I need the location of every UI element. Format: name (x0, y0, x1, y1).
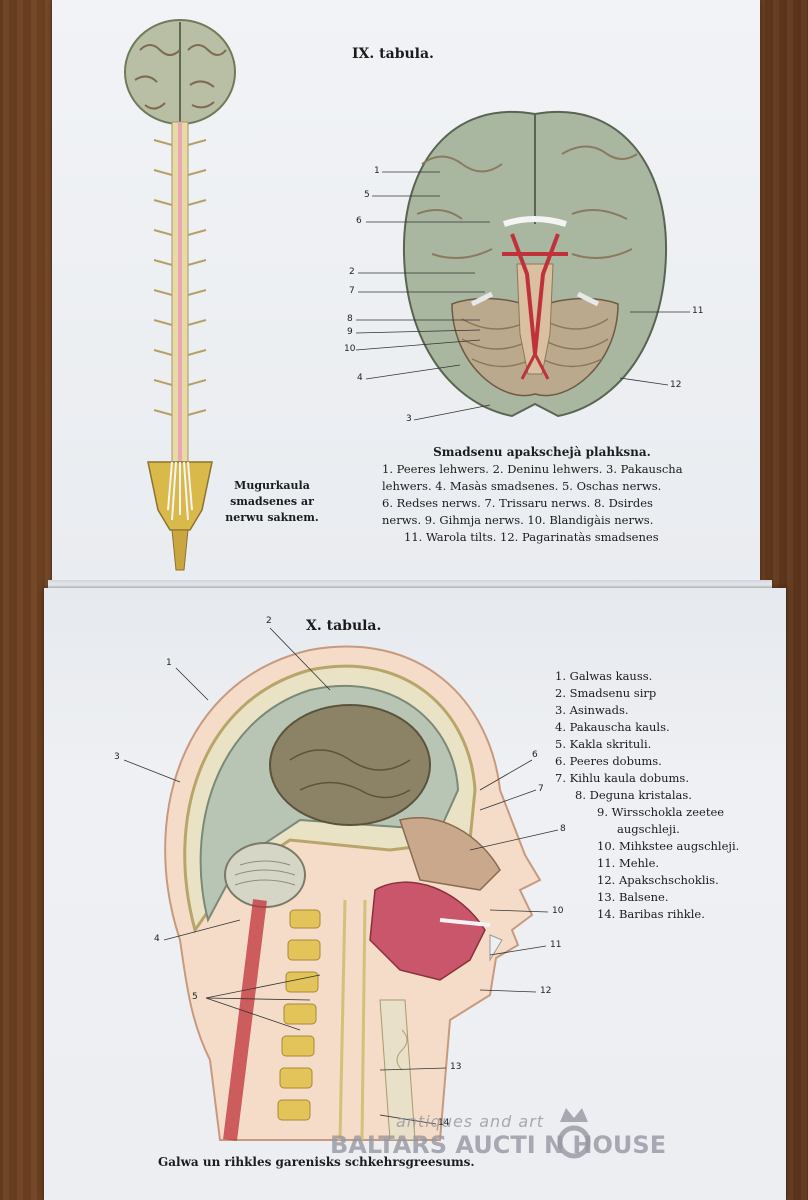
brain-label-2: 2 (349, 267, 355, 277)
legend-item: 3. Asinwads. (555, 703, 629, 717)
head-cross-section-illustration (164, 645, 542, 1141)
brain-label-8: 8 (347, 314, 353, 324)
head-label-5: 5 (192, 992, 198, 1002)
head-label-4: 4 (154, 934, 160, 944)
head-label-3: 3 (114, 752, 120, 762)
page-fold (48, 580, 772, 590)
brain-label-7: 7 (349, 286, 355, 296)
brain-label-12: 12 (670, 380, 682, 390)
head-bottom-caption: Galwa un rihkles garenisks schkehrsgrees… (158, 1155, 475, 1169)
brain-label-1: 1 (374, 166, 380, 176)
legend-item: 10. Mihkstee augschleji. (597, 839, 740, 853)
brain-label-9: 9 (347, 327, 353, 337)
legend-item: 1. Galwas kauss. (555, 669, 653, 683)
head-label-14: 14 (438, 1118, 450, 1128)
legend-item: 5. Kakla skrituli. (555, 737, 652, 751)
brain-label-lines (355, 171, 690, 421)
brain-label-5: 5 (364, 190, 370, 200)
head-label-1: 1 (166, 658, 172, 668)
brain-caption: Smadsenu apakschejà plahksna. 1. Peeres … (382, 444, 702, 546)
upper-page-title: IX. tabula. (352, 46, 434, 62)
head-label-8: 8 (560, 824, 566, 834)
legend-item: augschleji. (617, 822, 680, 836)
legend-item: 2. Smadsenu sirp (555, 686, 657, 700)
spine-caption: Mugurkaula smadsenes ar nerwu saknem. (225, 479, 319, 524)
legend-item: 8. Deguna kristalas. (575, 788, 692, 802)
head-label-7: 7 (538, 784, 544, 794)
head-label-13: 13 (450, 1062, 462, 1072)
spinal-cord-illustration (124, 19, 236, 571)
head-label-2: 2 (266, 616, 272, 626)
legend-item: 12. Apakschschoklis. (597, 873, 719, 887)
head-label-10: 10 (552, 906, 564, 916)
brain-caption-title: Smadsenu apakschejà plahksna. (433, 445, 651, 459)
watermark-tagline: antiques and art (396, 1112, 545, 1131)
legend-item: 11. Mehle. (597, 856, 660, 870)
brain-label-6: 6 (356, 216, 362, 226)
lower-page-title: X. tabula. (306, 618, 382, 634)
brain-label-4: 4 (357, 373, 363, 383)
head-label-11: 11 (550, 940, 562, 950)
head-label-12: 12 (540, 986, 552, 996)
legend-item: 4. Pakauscha kauls. (555, 720, 670, 734)
brain-label-10: 10 (344, 344, 356, 354)
crown-logo-icon (557, 1108, 591, 1159)
brain-underside-illustration (402, 110, 668, 418)
head-legend: 1. Galwas kauss. 2. Smadsenu sirp 3. Asi… (555, 668, 739, 923)
brain-label-11: 11 (692, 306, 704, 316)
head-label-6: 6 (532, 750, 538, 760)
auction-watermark: antiques and art BALTARS AUCTI N HOUSE (330, 1112, 666, 1159)
legend-item: 13. Balsene. (597, 890, 669, 904)
legend-item: 6. Peeres dobums. (555, 754, 662, 768)
legend-item: 7. Kihlu kaula dobums. (555, 771, 689, 785)
legend-item: 14. Baribas rihkle. (597, 907, 705, 921)
watermark-brand: BALTARS AUCTI N HOUSE (330, 1131, 667, 1159)
brain-label-3: 3 (406, 414, 412, 424)
legend-item: 9. Wirsschokla zeetee (597, 805, 725, 819)
